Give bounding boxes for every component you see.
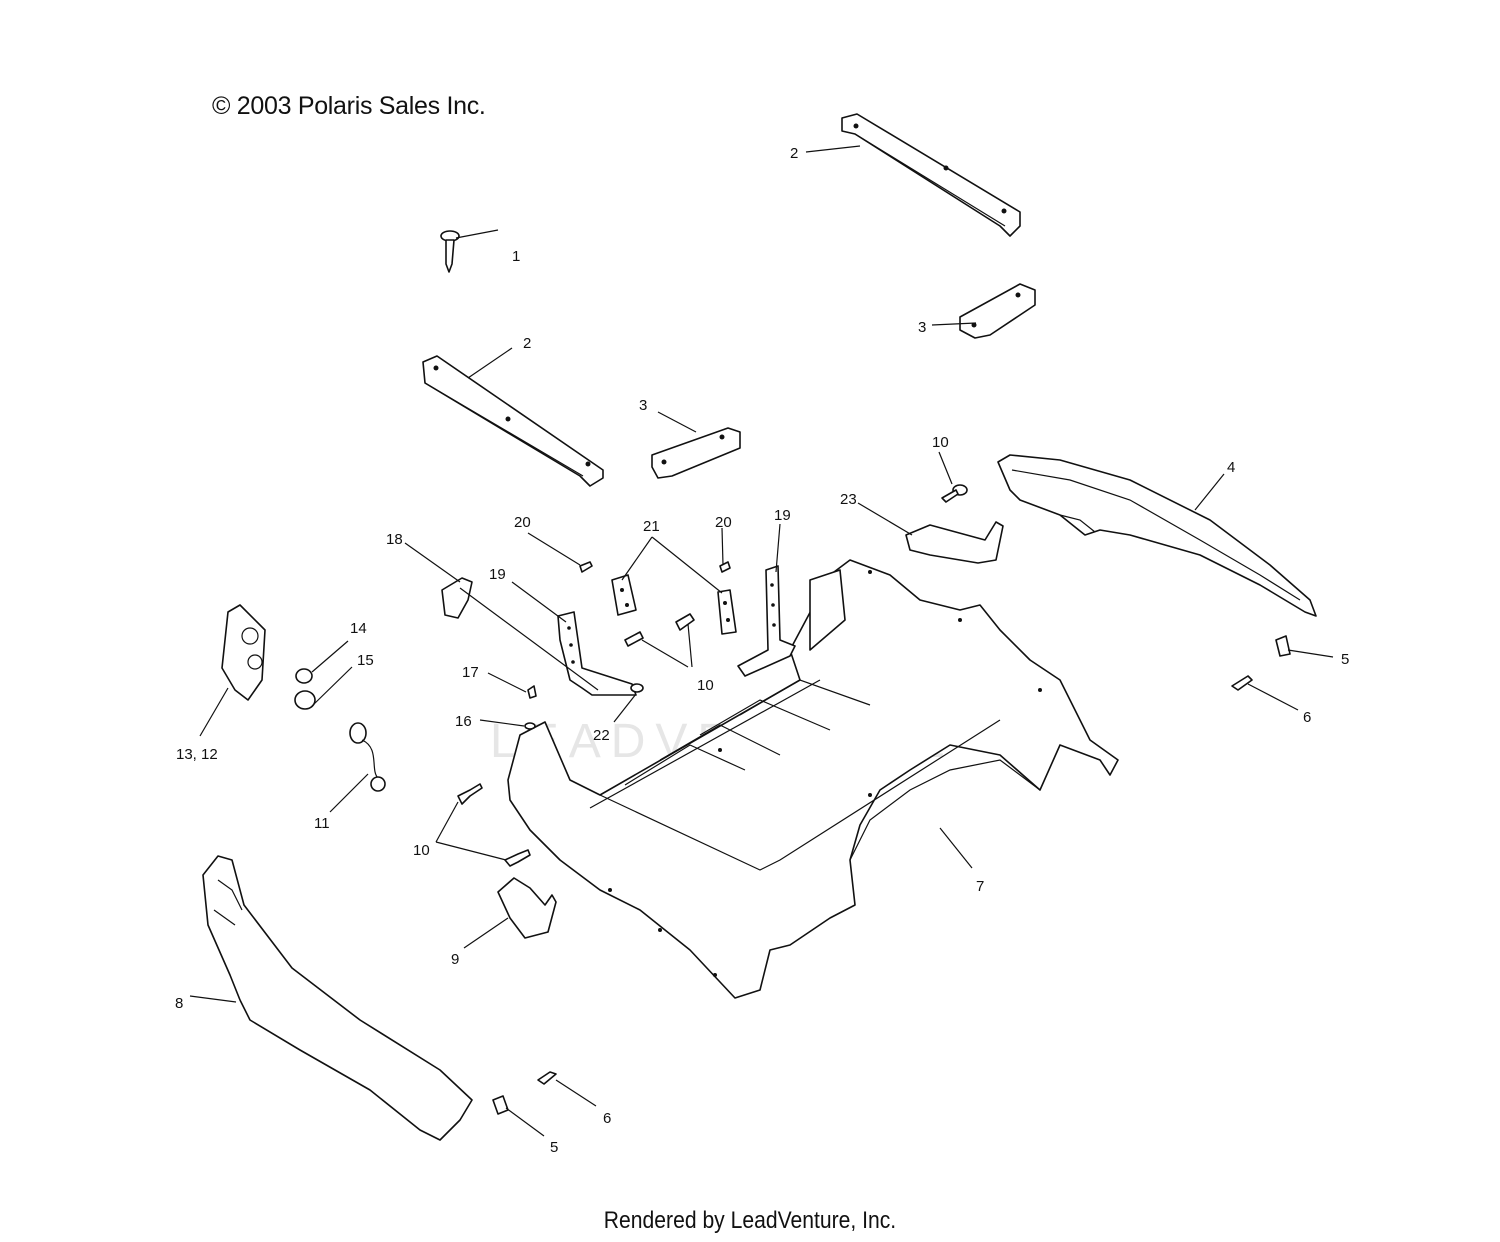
part-1-screw	[440, 230, 460, 273]
part-3-upper-bracket	[959, 283, 1036, 339]
callout-13-12: 13, 12	[176, 746, 218, 763]
part-8-trim	[202, 855, 473, 1141]
callout-2-upper: 2	[790, 145, 798, 162]
callout-10-lower: 10	[413, 842, 430, 859]
callout-16: 16	[455, 713, 472, 730]
rendered-by-footer: Rendered by LeadVenture, Inc.	[603, 1207, 897, 1234]
callout-10-upper: 10	[932, 434, 949, 451]
callout-17: 17	[462, 664, 479, 681]
part-21-plates	[611, 574, 737, 635]
callout-3-upper: 3	[918, 319, 926, 336]
small-fasteners	[524, 561, 731, 730]
callout-20-right: 20	[715, 514, 732, 531]
callout-19-right: 19	[774, 507, 791, 524]
part-5-6-lower-fasteners	[492, 635, 1291, 1115]
callout-19-left: 19	[489, 566, 506, 583]
part-11-harness	[349, 722, 386, 792]
callout-21: 21	[643, 518, 660, 535]
callout-7: 7	[976, 878, 984, 895]
callout-18: 18	[386, 531, 403, 548]
part-10-screw-upper	[941, 484, 968, 503]
callout-6-right: 6	[1303, 709, 1311, 726]
callout-22: 22	[593, 727, 610, 744]
part-10-screws-lower	[457, 783, 531, 867]
callout-5-right: 5	[1341, 651, 1349, 668]
callout-labels: 2 1 2 3 3 4 10 23 20 21 20 19 18 19 10 1…	[175, 145, 1349, 1156]
leader-lines	[189, 145, 1334, 1137]
callout-1: 1	[512, 248, 520, 265]
callout-11: 11	[314, 815, 330, 832]
part-2-lower-rail	[422, 355, 604, 487]
copyright-text: © 2003 Polaris Sales Inc.	[212, 92, 486, 120]
part-9-bracket	[497, 877, 557, 939]
callout-14: 14	[350, 620, 367, 637]
part-7-rear-fender	[507, 559, 1119, 999]
callout-3-lower: 3	[639, 397, 647, 414]
callout-9: 9	[451, 951, 459, 968]
callout-20-left: 20	[514, 514, 531, 531]
callout-23: 23	[840, 491, 857, 508]
part-4-rear-bumper	[997, 454, 1317, 617]
part-23-bracket	[905, 521, 1004, 564]
part-19-left-bracket	[557, 611, 637, 696]
part-19-right-bracket	[737, 565, 796, 677]
callout-5-lower: 5	[550, 1139, 558, 1156]
callout-4: 4	[1227, 459, 1235, 476]
part-14-15-bulbs	[294, 668, 316, 710]
callout-6-lower: 6	[603, 1110, 611, 1127]
callout-8: 8	[175, 995, 183, 1012]
callout-15: 15	[357, 652, 374, 669]
part-18-bracket	[441, 577, 473, 619]
part-13-taillight-housing	[221, 604, 266, 701]
part-3-lower-bracket	[651, 427, 741, 479]
callout-2-lower: 2	[523, 335, 531, 352]
callout-10-middle: 10	[697, 677, 714, 694]
part-2-upper-rail	[841, 113, 1021, 237]
